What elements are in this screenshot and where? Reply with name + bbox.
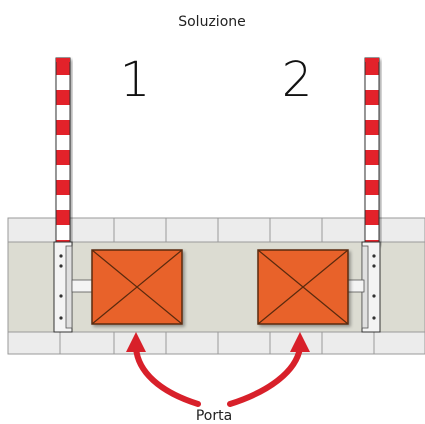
- barrier-pole-left: [55, 57, 71, 245]
- barrier-mount-left: [53, 241, 93, 333]
- diagram-title: Soluzione: [178, 14, 246, 30]
- crossed-box-1: [91, 249, 183, 325]
- barrier-pole-right: [364, 57, 380, 245]
- curved-arrow-left: [126, 332, 201, 407]
- slot-label-1: 1: [120, 52, 151, 108]
- curved-arrow-right: [227, 332, 310, 407]
- barrier-mount-right: [343, 241, 381, 333]
- door-label: Porta: [196, 408, 232, 424]
- crossed-box-2: [257, 249, 349, 325]
- slot-label-2: 2: [282, 52, 313, 108]
